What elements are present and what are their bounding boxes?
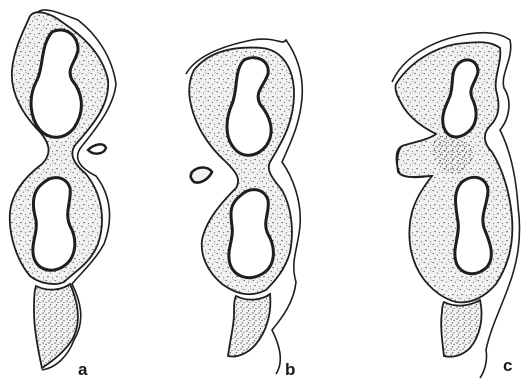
panel-a-fragment [88, 144, 106, 153]
panel-a: a [10, 10, 116, 379]
panel-b-label: b [285, 360, 295, 379]
panel-c: c [392, 33, 520, 378]
panel-b: b [186, 39, 302, 379]
panel-a-lower-cavity [33, 178, 75, 271]
panel-c-label: c [503, 356, 512, 375]
panel-a-label: a [78, 360, 88, 379]
panel-b-fragment [191, 168, 212, 183]
panel-b-lower-cavity [229, 190, 274, 278]
